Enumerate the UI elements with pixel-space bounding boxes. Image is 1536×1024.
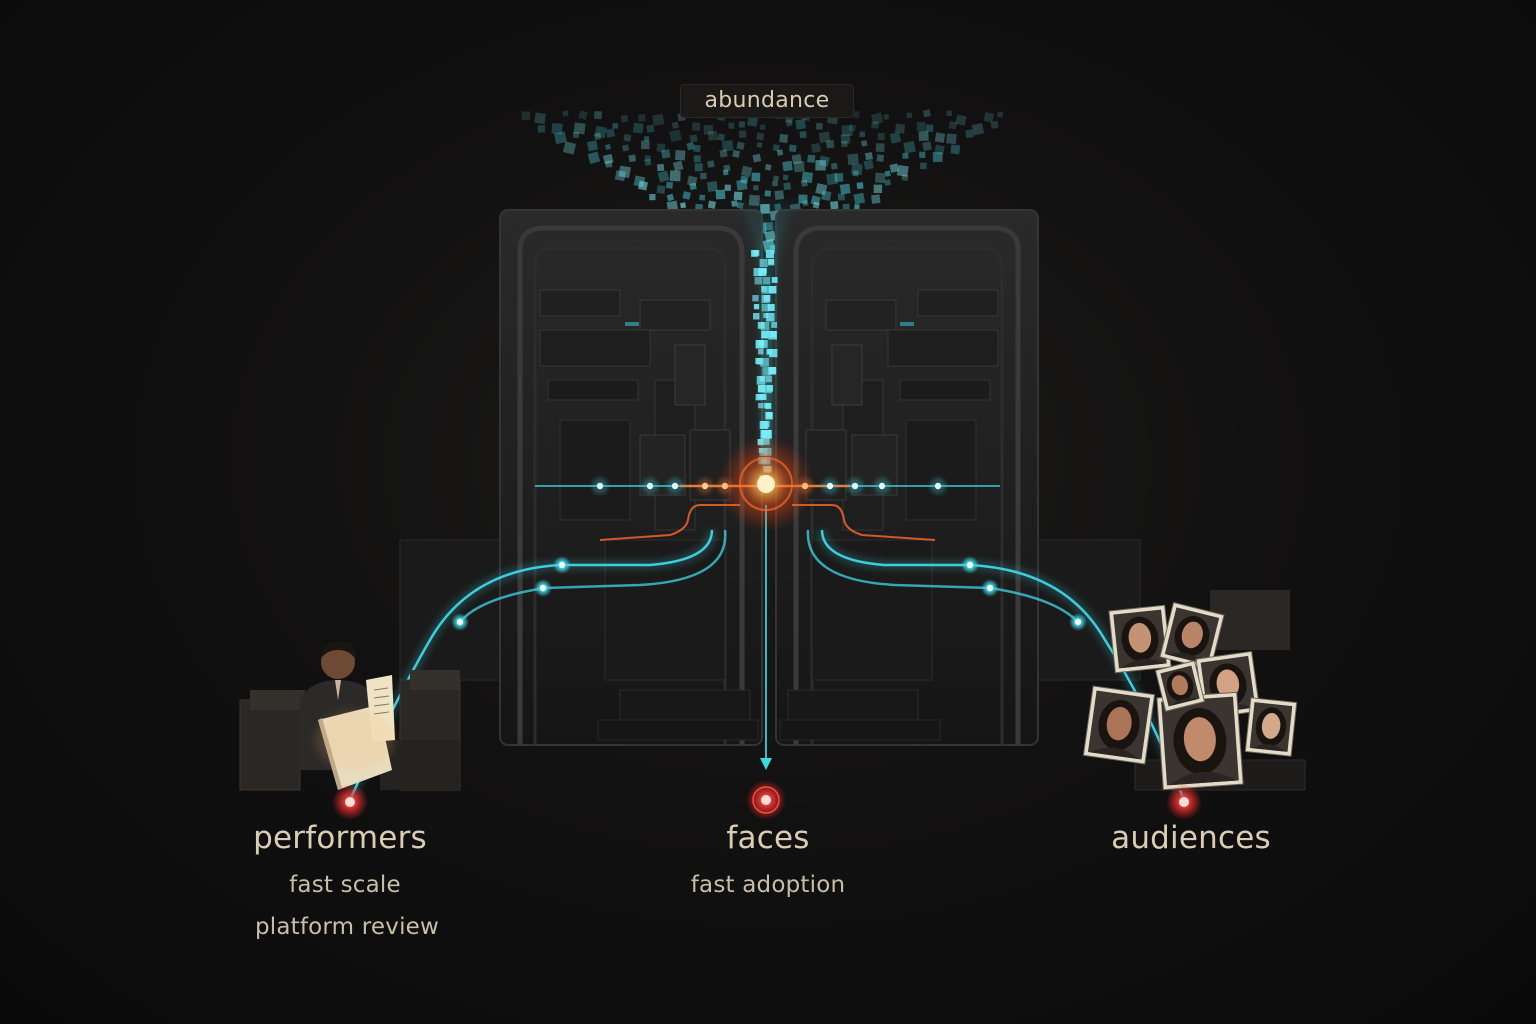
endpoint-audiences — [1166, 784, 1202, 820]
node-label-performers: performers — [253, 820, 427, 856]
node-note-performers-1: fast scale — [289, 872, 401, 898]
portrait-photo-stack-illustration — [1082, 590, 1306, 791]
central-data-stream — [735, 200, 800, 770]
right-server-cabinet — [775, 209, 1141, 746]
orange-traces — [599, 504, 936, 541]
flow-dots — [451, 556, 1087, 631]
title-badge: abundance — [680, 84, 854, 118]
endpoint-performers — [332, 784, 368, 820]
node-note-faces-1: fast adoption — [690, 872, 846, 898]
endpoint-faces — [746, 780, 786, 820]
node-label-audiences: audiences — [1111, 820, 1271, 856]
core-node — [718, 436, 814, 532]
node-note-performers-2: platform review — [254, 914, 440, 940]
reader-with-book-illustration — [239, 641, 461, 791]
left-server-cabinet — [399, 209, 763, 746]
node-label-faces: faces — [726, 820, 810, 856]
